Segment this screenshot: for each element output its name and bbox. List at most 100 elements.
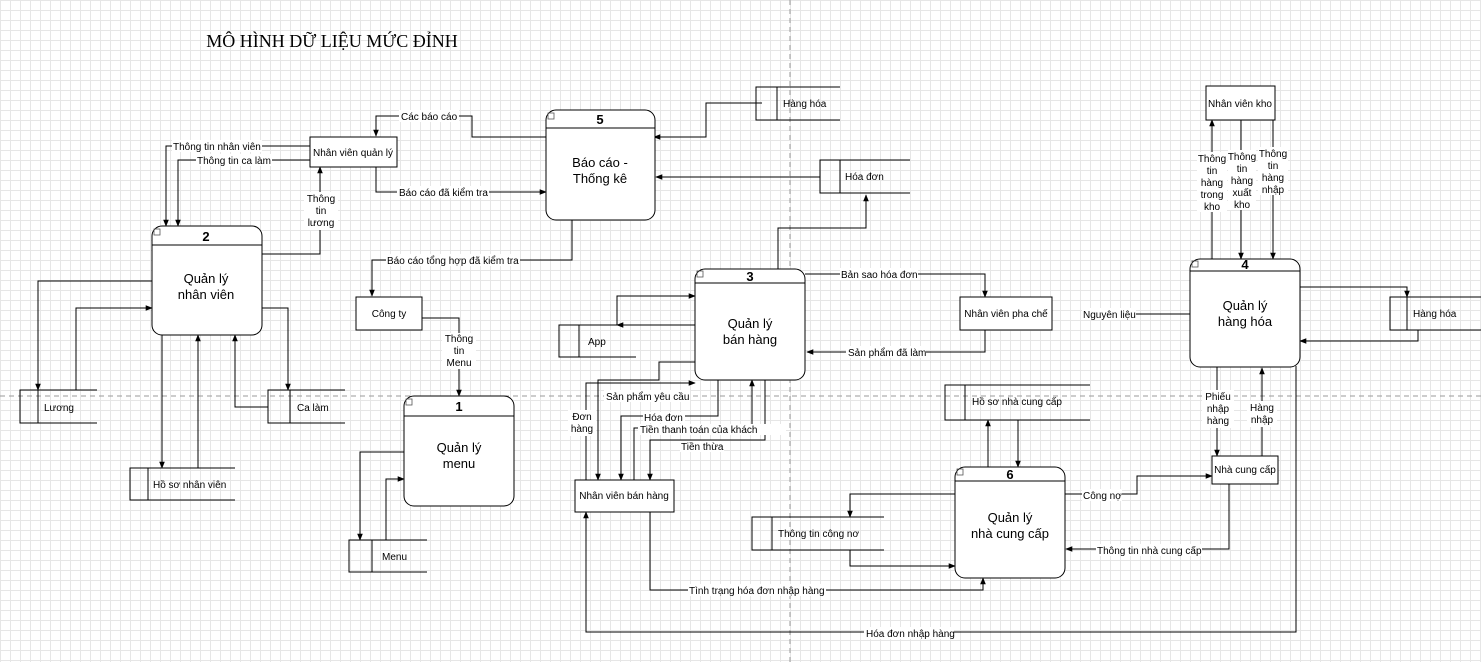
flow-label-hang-nhap-kho-1: Thông <box>1259 149 1287 160</box>
flow-label-trong-kho-3: hàng <box>1201 178 1223 189</box>
store-label: Thông tin công nơ <box>778 529 859 540</box>
flow-label-tien-thua: Tiền thừa <box>681 441 724 453</box>
store-label: App <box>588 337 606 348</box>
process-label-line2: menu <box>443 456 476 471</box>
store-luong[interactable]: Lương <box>19 389 97 424</box>
process-label-line2: hàng hóa <box>1218 314 1273 329</box>
store-app[interactable]: App <box>558 324 636 358</box>
flow-label-xuat-kho-5: kho <box>1234 200 1251 211</box>
process-label-line1: Quản lý <box>437 440 482 455</box>
flow-label-menu-3: Menu <box>446 358 471 369</box>
flow-label-cong-no: Công nợ <box>1083 491 1122 502</box>
flow-label-phieu-2: nhập <box>1207 404 1230 415</box>
flow-label-hang-nhap-kho-2: tin <box>1268 161 1279 172</box>
entity-nhan-vien-kho[interactable]: Nhân viên kho <box>1205 85 1276 121</box>
store-hoa-don[interactable]: Hóa đơn <box>819 159 910 194</box>
entity-label: Nhà cung cấp <box>1214 464 1276 476</box>
flow-label-menu-2: tin <box>454 346 465 357</box>
store-hang-hoa-top[interactable]: Hàng hóa <box>755 86 840 121</box>
store-thong-tin-cong-no[interactable]: Thông tin công nơ <box>751 516 884 551</box>
flow-label-hoa-don-nhap-hang: Hóa đơn nhập hàng <box>866 629 955 640</box>
flow-label-xuat-kho-4: xuất <box>1233 187 1252 199</box>
flow-label-xuat-kho-2: tin <box>1237 164 1248 175</box>
process-label-line1: Báo cáo - <box>572 155 628 170</box>
flow-label-hoa-don: Hóa đơn <box>644 413 683 424</box>
store-label: Hóa đơn <box>845 172 884 183</box>
flow-label-bao-cao-tong-hop: Báo cáo tổng hợp đã kiểm tra <box>387 255 519 267</box>
store-hang-hoa-right[interactable]: Hàng hóa <box>1389 296 1481 331</box>
flow-label-xuat-kho-1: Thông <box>1228 152 1256 163</box>
store-label: Ca làm <box>297 403 329 414</box>
flow-label-bao-cao-da-kiem-tra: Báo cáo đã kiểm tra <box>399 187 488 199</box>
process-label-line1: Quản lý <box>184 271 229 286</box>
flow-label-trong-kho-1: Thông <box>1198 154 1226 165</box>
process-label-line2: nhà cung cấp <box>971 526 1049 541</box>
entity-nha-cung-cap[interactable]: Nhà cung cấp <box>1211 455 1279 485</box>
process-label-line1: Quản lý <box>988 510 1033 525</box>
store-ho-so-nha-cung-cap[interactable]: Hồ sơ nhà cung cấp <box>944 384 1090 421</box>
entity-label: Nhân viên quản lý <box>313 148 393 159</box>
process-4[interactable]: 4 Quản lý hàng hóa <box>1189 257 1301 368</box>
entity-label: Nhân viên kho <box>1208 99 1272 110</box>
store-ca-lam[interactable]: Ca làm <box>267 389 345 424</box>
flow-label-xuat-kho-3: hàng <box>1231 176 1253 187</box>
flow-label-tinh-trang-hoa-don: Tình trạng hóa đơn nhập hàng <box>689 586 825 597</box>
process-number: 2 <box>202 229 209 244</box>
process-label-line2: bán hàng <box>723 332 777 347</box>
diagram-title: MÔ HÌNH DỮ LIỆU MỨC ĐỈNH <box>206 30 457 51</box>
store-label: Hàng hóa <box>1413 309 1457 320</box>
process-3[interactable]: 3 Quản lý bán hàng <box>694 268 806 381</box>
process-number: 4 <box>1241 257 1249 272</box>
flow-label-trong-kho-5: kho <box>1204 202 1221 213</box>
process-6[interactable]: 6 Quản lý nhà cung cấp <box>954 466 1066 579</box>
store-ho-so-nhan-vien[interactable]: Hồ sơ nhân viên <box>129 467 235 501</box>
store-label: Lương <box>44 403 74 414</box>
flow-label-don-hang-2: hàng <box>571 424 593 435</box>
process-label-line1: Quản lý <box>728 316 773 331</box>
store-label: Hồ sơ nhân viên <box>153 479 226 491</box>
process-1[interactable]: 1 Quản lý menu <box>403 395 515 507</box>
store-label: Hàng hóa <box>783 99 827 110</box>
store-menu[interactable]: Menu <box>348 539 427 573</box>
flow-label-don-hang-1: Đơn <box>572 412 591 423</box>
process-5[interactable]: 5 Báo cáo - Thống kê <box>545 109 656 221</box>
entity-label: Nhân viên bán hàng <box>579 491 669 502</box>
flow-label-tien-thanh-toan: Tiền thanh toán của khách <box>640 424 758 436</box>
entity-label: Nhân viên pha chế <box>964 308 1048 320</box>
store-label: Hồ sơ nhà cung cấp <box>972 396 1062 408</box>
flow-label-san-pham-da-lam: Sản phẩm đã làm <box>848 347 926 359</box>
flow-label-thong-tin-ncc: Thông tin nhà cung cấp <box>1097 545 1202 557</box>
flow-label-trong-kho-4: trong <box>1201 190 1224 201</box>
process-2[interactable]: 2 Quản lý nhân viên <box>151 225 263 336</box>
flow-label-luong-3: lương <box>308 218 335 229</box>
flow-labels: Các báo cáo Thông tin nhân viên Thông ti… <box>172 110 1288 640</box>
process-label-line1: Quản lý <box>1223 298 1268 313</box>
flow-label-phieu-1: Phiếu <box>1205 391 1231 403</box>
entity-nhan-vien-pha-che[interactable]: Nhân viên pha chế <box>959 296 1053 331</box>
flow-label-san-pham-yeu-cau: Sản phẩm yêu cầu <box>606 391 689 403</box>
process-number: 1 <box>455 399 462 414</box>
entity-nhan-vien-quan-ly[interactable]: Nhân viên quản lý <box>309 136 398 168</box>
flow-label-hang-nhap-1: Hàng <box>1250 403 1274 414</box>
entity-cong-ty[interactable]: Công ty <box>355 296 423 331</box>
flow-label-hang-nhap-2: nhập <box>1251 415 1274 426</box>
process-number: 6 <box>1006 467 1013 482</box>
store-label: Menu <box>382 552 407 563</box>
flow-label-hang-nhap-kho-3: hàng <box>1262 173 1284 184</box>
flow-label-thong-tin-nhan-vien: Thông tin nhân viên <box>173 142 261 153</box>
flow-label-phieu-3: hàng <box>1207 416 1229 427</box>
flow-label-luong-1: Thông <box>307 194 335 205</box>
flow-label-hang-nhap-kho-4: nhập <box>1262 185 1285 196</box>
process-number: 5 <box>596 112 603 127</box>
entity-label: Công ty <box>372 309 406 320</box>
flow-label-thong-tin-ca-lam: Thông tin ca làm <box>197 156 271 167</box>
process-number: 3 <box>746 269 753 284</box>
flow-label-menu-1: Thông <box>445 334 473 345</box>
flow-label-luong-2: tin <box>316 206 327 217</box>
flow-label-cac-bao-cao: Các báo cáo <box>401 112 458 123</box>
process-label-line2: Thống kê <box>573 171 627 186</box>
entity-nhan-vien-ban-hang[interactable]: Nhân viên bán hàng <box>574 479 675 513</box>
flow-label-nguyen-lieu: Nguyên liệu <box>1083 310 1136 321</box>
process-label-line2: nhân viên <box>178 287 234 302</box>
